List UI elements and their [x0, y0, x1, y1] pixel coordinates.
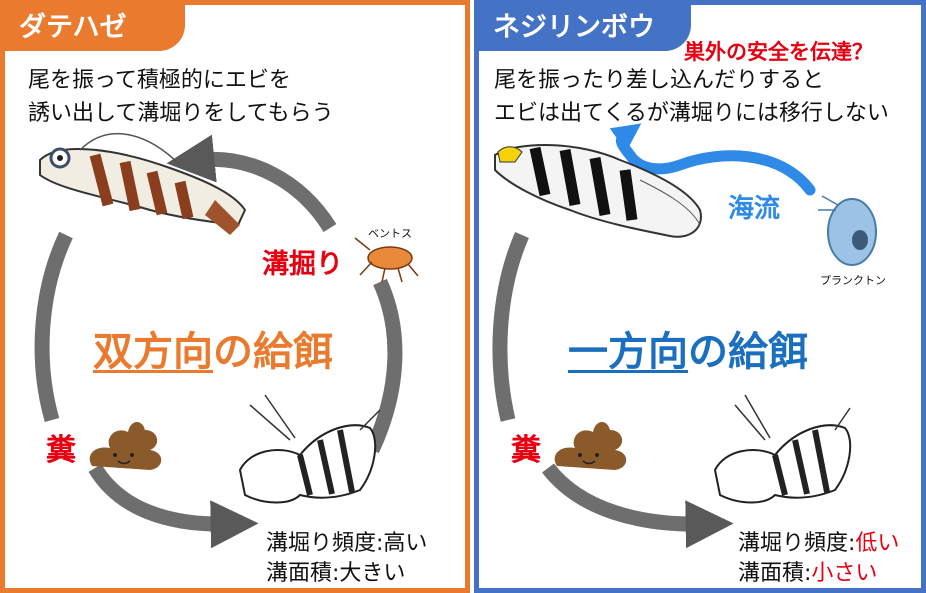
datehaze-goby-illustration [39, 133, 247, 235]
feces-icon [89, 421, 162, 470]
plankton-label: プランクトン [820, 274, 886, 287]
ocean-current-arrow [609, 123, 816, 196]
digging-label: 溝掘り [262, 249, 343, 280]
datehaze-description-line1: 尾を振って積極的にエビを [28, 68, 291, 93]
shrimp-illustration-right [713, 394, 852, 504]
arrow-feces-to-shrimp-right [542, 463, 734, 549]
frequency-label-right: 溝堀り頻度: [738, 531, 856, 556]
frequency-value-right: 低い [855, 531, 900, 556]
feces-label-right: 糞 [511, 433, 541, 468]
bidirectional-word: 双方向 [93, 329, 213, 375]
safety-signal-note: 巣外の安全を伝達？ [684, 40, 873, 64]
ocean-current-label: 海流 [728, 194, 781, 224]
nejirinbou-goby-illustration [494, 144, 702, 238]
bidirectional-feeding-label: 双方向の給餌 [93, 319, 333, 377]
datehaze-stat-area: 溝面積:大きい [266, 560, 405, 588]
area-label: 溝面積: [266, 561, 340, 586]
arrow-goby-to-feces [34, 231, 73, 423]
area-value: 大きい [339, 561, 406, 586]
nejirinbou-panel: ネジリンボウ [474, 0, 926, 593]
unidirectional-feeding-label: 一方向の給餌 [568, 319, 808, 377]
feces-label: 糞 [46, 433, 76, 468]
nejirinbou-title-tab: ネジリンボウ [479, 5, 691, 51]
benthos-label: ベントス [368, 227, 412, 240]
nejirinbou-description-line2: エビは出てくるが溝堀りには移行しない [494, 101, 889, 126]
arrow-shrimp-to-benthos [365, 278, 403, 454]
feeding-word: の給餌 [213, 329, 333, 375]
plankton-illustration [818, 195, 877, 266]
area-label-right: 溝面積: [738, 561, 812, 586]
nejirinbou-stat-area: 溝面積:小さい [738, 560, 877, 588]
arrow-goby-to-feces-right [492, 232, 529, 422]
feeding-word-right: の給餌 [688, 329, 808, 375]
unidirectional-word: 一方向 [568, 329, 688, 375]
frequency-label: 溝堀り頻度: [266, 531, 384, 556]
datehaze-stat-frequency: 溝堀り頻度:高い [266, 530, 427, 558]
shrimp-illustration [238, 394, 381, 504]
datehaze-description-line2: 誘い出して溝堀りをしてもらう [28, 101, 334, 126]
datehaze-title-tab: ダテハゼ [5, 5, 185, 51]
feces-icon-right [554, 421, 627, 470]
arrow-feces-to-shrimp [88, 463, 259, 549]
area-value-right: 小さい [811, 561, 878, 586]
frequency-value: 高い [383, 531, 428, 556]
benthos-amphipod-illustration [354, 237, 419, 283]
arrow-benthos-to-goby [166, 134, 337, 233]
nejirinbou-description-line1: 尾を振ったり差し込んだりすると [494, 68, 825, 93]
nejirinbou-stat-frequency: 溝堀り頻度:低い [738, 530, 899, 558]
